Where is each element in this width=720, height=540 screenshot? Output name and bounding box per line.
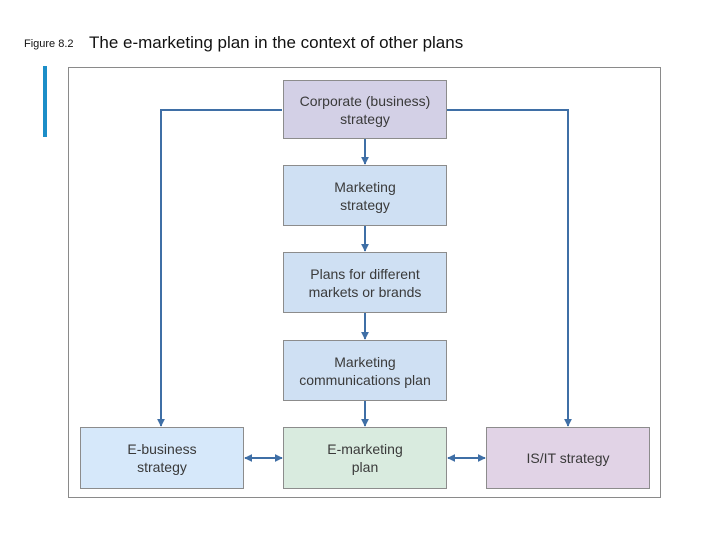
ebusiness-strategy-box: E-business strategy [80,427,244,489]
diagram-frame [68,67,661,498]
arrow-corporate-to-ebusiness [157,109,282,427]
figure-label: Figure 8.2 [24,38,74,50]
marketing-communications-box: Marketing communications plan [283,340,447,401]
accent-bar [43,66,47,137]
figure-title: The e-marketing plan in the context of o… [89,33,464,52]
marketing-strategy-box: Marketing strategy [283,165,447,226]
corporate-strategy-box: Corporate (business) strategy [283,80,447,139]
isit-strategy-box: IS/IT strategy [486,427,650,489]
arrow-corporate-to-isit [447,109,572,427]
emarketing-plan-box: E-marketing plan [283,427,447,489]
plans-for-markets-box: Plans for different markets or brands [283,252,447,313]
